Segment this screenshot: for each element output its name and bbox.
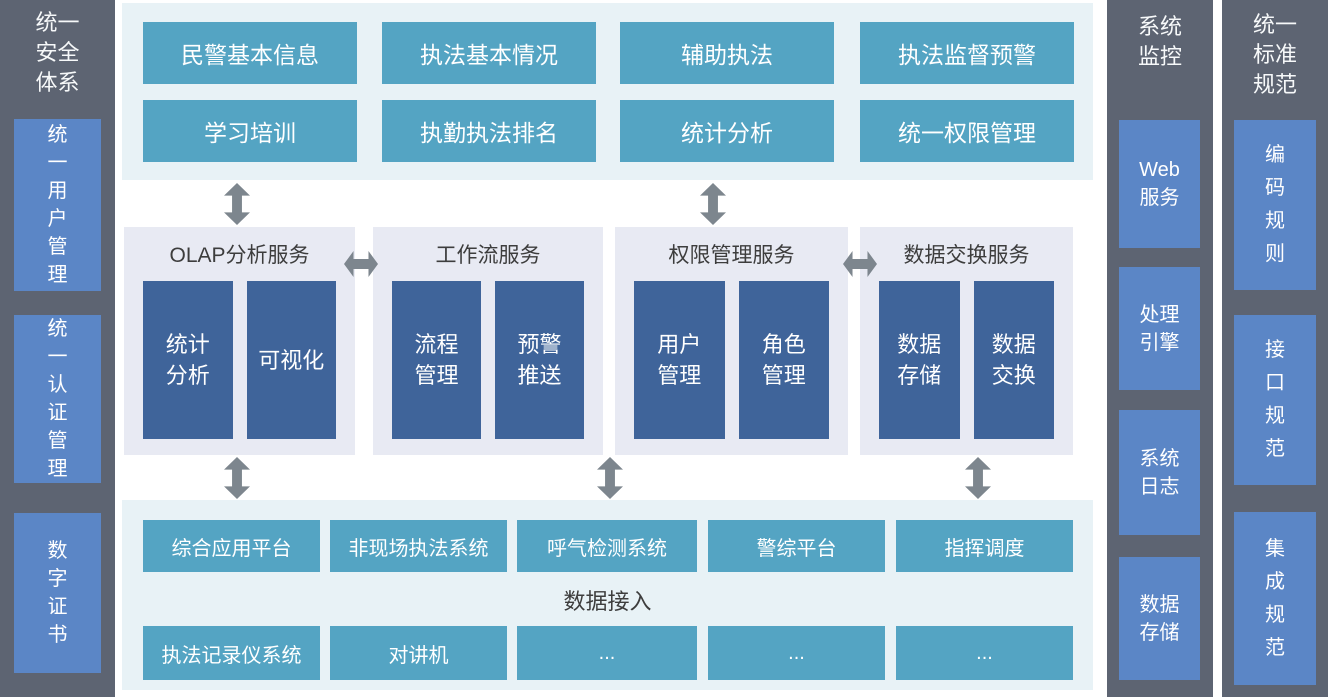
app-statistics-analysis: 统计分析 (620, 100, 834, 162)
data-access-label: 数据接入 (563, 589, 652, 614)
security-item-auth-mgmt: 统 一 认 证 管 理 (14, 315, 101, 483)
service-group-children: 统计 分析 可视化 (143, 281, 336, 439)
data-access-band: 综合应用平台 非现场执法系统 呼气检测系统 警综平台 指挥调度 数据接入 执法记… (122, 500, 1093, 690)
application-band: 民警基本信息 执法基本情况 辅助执法 执法监督预警 学习培训 执勤执法排名 统计… (122, 3, 1093, 180)
service-group-data-exchange: 数据交换服务 数据 存储 数据 交换 (860, 227, 1073, 455)
service-role-mgmt: 角色 管理 (738, 281, 829, 439)
service-data-exchange: 数据 交换 (973, 281, 1054, 439)
service-group-olap: OLAP分析服务 统计 分析 可视化 (124, 227, 355, 455)
standard-integration-spec: 集 成 规 范 (1234, 512, 1316, 685)
double-arrow-vertical-icon (700, 183, 726, 225)
service-group-workflow: 工作流服务 流程 管理 预警 推送 (373, 227, 603, 455)
service-warning-push: 预警 推送 (495, 281, 584, 439)
service-visualization: 可视化 (246, 281, 336, 439)
source-police-platform: 警综平台 (708, 520, 885, 572)
security-panel: 统一 安全 体系 统 一 用 户 管 理 统 一 认 证 管 理 数 字 证 书 (0, 0, 115, 697)
app-duty-ranking: 执勤执法排名 (382, 100, 596, 162)
source-ellipsis: ... (517, 626, 697, 680)
source-offsite-enforcement: 非现场执法系统 (330, 520, 507, 572)
monitor-processing-engine: 处理 引擎 (1119, 267, 1200, 390)
service-group-title: OLAP分析服务 (169, 244, 310, 267)
monitor-system-log: 系统 日志 (1119, 410, 1200, 535)
source-body-camera: 执法记录仪系统 (143, 626, 320, 680)
service-group-children: 流程 管理 预警 推送 (392, 281, 584, 439)
app-assisted-enforcement: 辅助执法 (620, 22, 834, 84)
app-learning-training: 学习培训 (143, 100, 357, 162)
double-arrow-vertical-icon (965, 457, 991, 499)
source-command-dispatch: 指挥调度 (896, 520, 1073, 572)
app-enforcement-basic: 执法基本情况 (382, 22, 596, 84)
monitor-data-storage: 数据 存储 (1119, 557, 1200, 680)
service-group-title: 权限管理服务 (668, 244, 795, 267)
source-integrated-platform: 综合应用平台 (143, 520, 320, 572)
monitor-panel-title: 系统 监控 (1137, 14, 1182, 69)
source-breath-test: 呼气检测系统 (517, 520, 697, 572)
app-supervision-warning: 执法监督预警 (860, 22, 1074, 84)
service-group-children: 数据 存储 数据 交换 (879, 281, 1054, 439)
source-intercom: 对讲机 (330, 626, 507, 680)
standards-panel-title: 统一 标准 规范 (1252, 12, 1297, 97)
service-group-title: 数据交换服务 (903, 244, 1030, 267)
app-permission-mgmt: 统一权限管理 (860, 100, 1074, 162)
app-police-basic-info: 民警基本信息 (143, 22, 357, 84)
monitor-panel: 系统 监控 Web 服务 处理 引擎 系统 日志 数据 存储 (1107, 0, 1213, 697)
standard-coding-rules: 编 码 规 则 (1234, 120, 1316, 290)
source-ellipsis: ... (896, 626, 1073, 680)
service-stat-analysis: 统计 分析 (143, 281, 233, 439)
double-arrow-vertical-icon (224, 457, 250, 499)
double-arrow-vertical-icon (224, 183, 250, 225)
service-group-title: 工作流服务 (435, 244, 541, 267)
service-process-mgmt: 流程 管理 (392, 281, 481, 439)
service-group-children: 用户 管理 角色 管理 (634, 281, 829, 439)
service-data-storage: 数据 存储 (879, 281, 960, 439)
double-arrow-vertical-icon (597, 457, 623, 499)
source-ellipsis: ... (708, 626, 885, 680)
monitor-web-service: Web 服务 (1119, 120, 1200, 248)
security-item-digital-cert: 数 字 证 书 (14, 513, 101, 673)
security-panel-title: 统一 安全 体系 (35, 10, 80, 95)
service-group-permission: 权限管理服务 用户 管理 角色 管理 (615, 227, 848, 455)
standards-panel: 统一 标准 规范 编 码 规 则 接 口 规 范 集 成 规 范 (1222, 0, 1328, 697)
security-item-user-mgmt: 统 一 用 户 管 理 (14, 119, 101, 291)
standard-interface-spec: 接 口 规 范 (1234, 315, 1316, 485)
service-user-mgmt: 用户 管理 (634, 281, 725, 439)
